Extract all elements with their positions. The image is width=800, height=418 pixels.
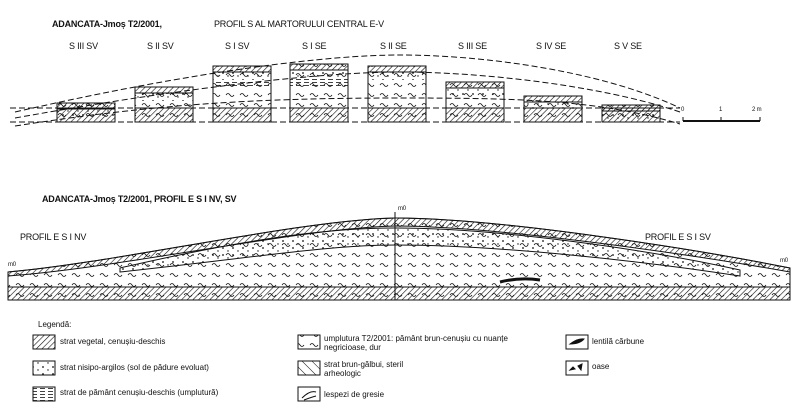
legend-label: lentilă cărbune <box>592 337 645 346</box>
grey-fill-layer <box>213 80 271 88</box>
top-title: ADANCATA-Jmoș T2/2001, <box>52 19 162 29</box>
scale-end: 2 m <box>752 107 762 113</box>
sterile-layer <box>289 107 349 123</box>
sandy-layer <box>368 72 426 80</box>
legend-title: Legendă: <box>38 320 72 329</box>
section-label: S I SE <box>302 41 327 51</box>
legend-icons <box>32 334 589 402</box>
legend-label: umplutura T2/2001: pământ brun-cenușiu c… <box>324 334 508 352</box>
legend-label: strat brun-gălbui, steril arheologic <box>324 360 404 378</box>
sterile-layer <box>212 107 272 123</box>
vegetal-layer <box>134 86 194 94</box>
vegetal-layer <box>445 81 505 89</box>
scale-bar <box>682 117 761 122</box>
sandy-layer <box>524 102 582 110</box>
sterile-layer <box>445 107 505 123</box>
section-label: S II SE <box>380 41 407 51</box>
sterile-layer <box>134 107 194 123</box>
section-label: S IV SE <box>536 41 567 51</box>
sandy-layer <box>290 70 348 78</box>
scale-start: 0 <box>681 107 685 113</box>
left-profile-label: PROFIL E S I NV <box>20 232 87 242</box>
right-profile-label: PROFIL E S I SV <box>645 232 711 242</box>
section-label: S III SV <box>69 41 98 51</box>
sandy-layer <box>135 93 193 101</box>
vegetal-layer <box>523 95 583 103</box>
sterile-layer <box>367 107 427 123</box>
section-label: S II SV <box>147 41 174 51</box>
top-subtitle: PROFIL S AL MARTORULUI CENTRAL E-V <box>214 19 384 29</box>
bottom-profile <box>7 212 791 301</box>
grey-fill-layer <box>290 78 348 86</box>
bottom-title: ADANCATA-Jmoș T2/2001, PROFIL E S I NV, … <box>42 194 237 204</box>
sandy-layer <box>213 72 271 80</box>
legend-label: strat nisipo-argilos (sol de pădure evol… <box>60 363 209 372</box>
section-label: S V SE <box>614 41 642 51</box>
scale-mid: 1 <box>719 107 723 113</box>
legend-label: strat vegetal, cenușiu-deschis <box>60 337 166 346</box>
sandy-layer <box>446 88 504 96</box>
vegetal-layer <box>367 65 427 73</box>
datum-center: m0 <box>398 206 406 212</box>
datum-right: m0 <box>780 258 788 264</box>
legend-label: lespezi de gresie <box>324 390 385 399</box>
sterile-layer <box>523 107 583 123</box>
vegetal-layer <box>289 63 349 71</box>
legend-label: oase <box>592 362 610 371</box>
section-label: S III SE <box>458 41 487 51</box>
vegetal-layer <box>212 65 272 73</box>
sterile-layer <box>56 107 116 123</box>
datum-left: m0 <box>8 262 16 268</box>
section-label: S I SV <box>225 41 250 51</box>
sterile-layer <box>601 107 661 123</box>
legend-label: strat de pământ cenușiu-deschis (umplutu… <box>60 388 219 397</box>
